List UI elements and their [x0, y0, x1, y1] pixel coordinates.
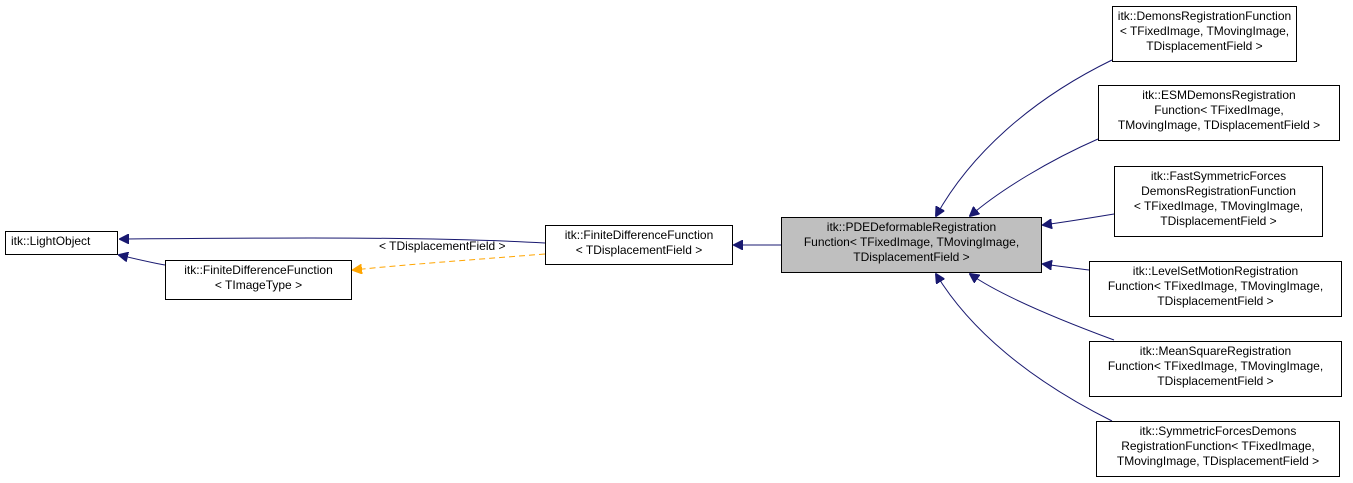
class-node-line: itk::MeanSquareRegistration — [1139, 344, 1292, 358]
edge-template-instantiation — [353, 253, 546, 270]
class-node-line: Function< TFixedImage, TMovingImage, — [1107, 279, 1324, 293]
class-node-line: itk::SymmetricForcesDemons — [1139, 424, 1297, 438]
class-node-line: DemonsRegistrationFunction — [1141, 184, 1296, 198]
class-node-line: RegistrationFunction< TFixedImage, — [1121, 439, 1315, 453]
edge-fdf-image-to-light-object — [119, 255, 166, 266]
class-node-finite-difference-function-image-type[interactable]: itk::FiniteDifferenceFunction < TImageTy… — [165, 260, 352, 300]
edge-demons-to-pde — [936, 59, 1113, 216]
class-node-line: itk::FastSymmetricForces — [1150, 169, 1287, 183]
class-node-line: < TFixedImage, TMovingImage, — [1119, 24, 1290, 38]
class-node-line: Function< TFixedImage, — [1154, 103, 1284, 117]
class-node-line: < TImageType > — [214, 278, 303, 292]
class-node-line: TDisplacementField > — [1146, 39, 1263, 53]
class-node-line: < TDisplacementField > — [575, 243, 703, 257]
class-node-fast-symmetric-forces-demons-registration-function[interactable]: itk::FastSymmetricForces DemonsRegistrat… — [1114, 166, 1323, 237]
class-node-line: Function< TFixedImage, TMovingImage, — [1107, 359, 1324, 373]
class-node-line: TDisplacementField > — [1160, 214, 1277, 228]
class-node-line: itk::FiniteDifferenceFunction — [564, 228, 714, 242]
class-node-line: itk::PDEDeformableRegistration — [826, 220, 997, 234]
class-node-line: TDisplacementField > — [1157, 374, 1274, 388]
edge-levelset-to-pde — [1043, 264, 1090, 271]
class-node-line: TMovingImage, TDisplacementField > — [1117, 118, 1321, 132]
class-node-demons-registration-function[interactable]: itk::DemonsRegistrationFunction < TFixed… — [1112, 6, 1297, 62]
class-node-line: < TFixedImage, TMovingImage, — [1133, 199, 1304, 213]
edge-fdf-displacement-to-light-object — [120, 238, 546, 243]
edge-esm-to-pde — [970, 138, 1099, 216]
class-node-line: itk::ESMDemonsRegistration — [1142, 88, 1296, 102]
class-node-line: Function< TFixedImage, TMovingImage, — [803, 235, 1020, 249]
class-node-mean-square-registration-function[interactable]: itk::MeanSquareRegistration Function< TF… — [1089, 341, 1342, 397]
class-node-level-set-motion-registration-function[interactable]: itk::LevelSetMotionRegistration Function… — [1089, 261, 1342, 317]
class-node-symmetric-forces-demons-registration-function[interactable]: itk::SymmetricForcesDemons RegistrationF… — [1096, 421, 1340, 477]
class-node-pde-deformable-registration-function: itk::PDEDeformableRegistration Function<… — [781, 217, 1042, 273]
template-instantiation-label: < TDisplacementField > — [379, 239, 506, 253]
class-node-light-object[interactable]: itk::LightObject — [5, 231, 118, 255]
class-node-line: itk::LightObject — [11, 234, 91, 248]
edge-symmetric-to-pde — [936, 274, 1113, 422]
class-node-line: TDisplacementField > — [1157, 294, 1274, 308]
class-node-esm-demons-registration-function[interactable]: itk::ESMDemonsRegistration Function< TFi… — [1098, 85, 1340, 141]
class-node-line: itk::LevelSetMotionRegistration — [1132, 264, 1299, 278]
class-node-line: TMovingImage, TDisplacementField > — [1116, 454, 1320, 468]
class-node-line: itk::FiniteDifferenceFunction — [184, 263, 333, 277]
class-node-finite-difference-function-displacement-field[interactable]: itk::FiniteDifferenceFunction < TDisplac… — [545, 225, 733, 265]
edge-meansquare-to-pde — [970, 274, 1115, 341]
edge-fast-symmetric-to-pde — [1043, 213, 1115, 225]
class-node-line: itk::DemonsRegistrationFunction — [1117, 9, 1292, 23]
class-node-line: TDisplacementField > — [853, 250, 970, 264]
